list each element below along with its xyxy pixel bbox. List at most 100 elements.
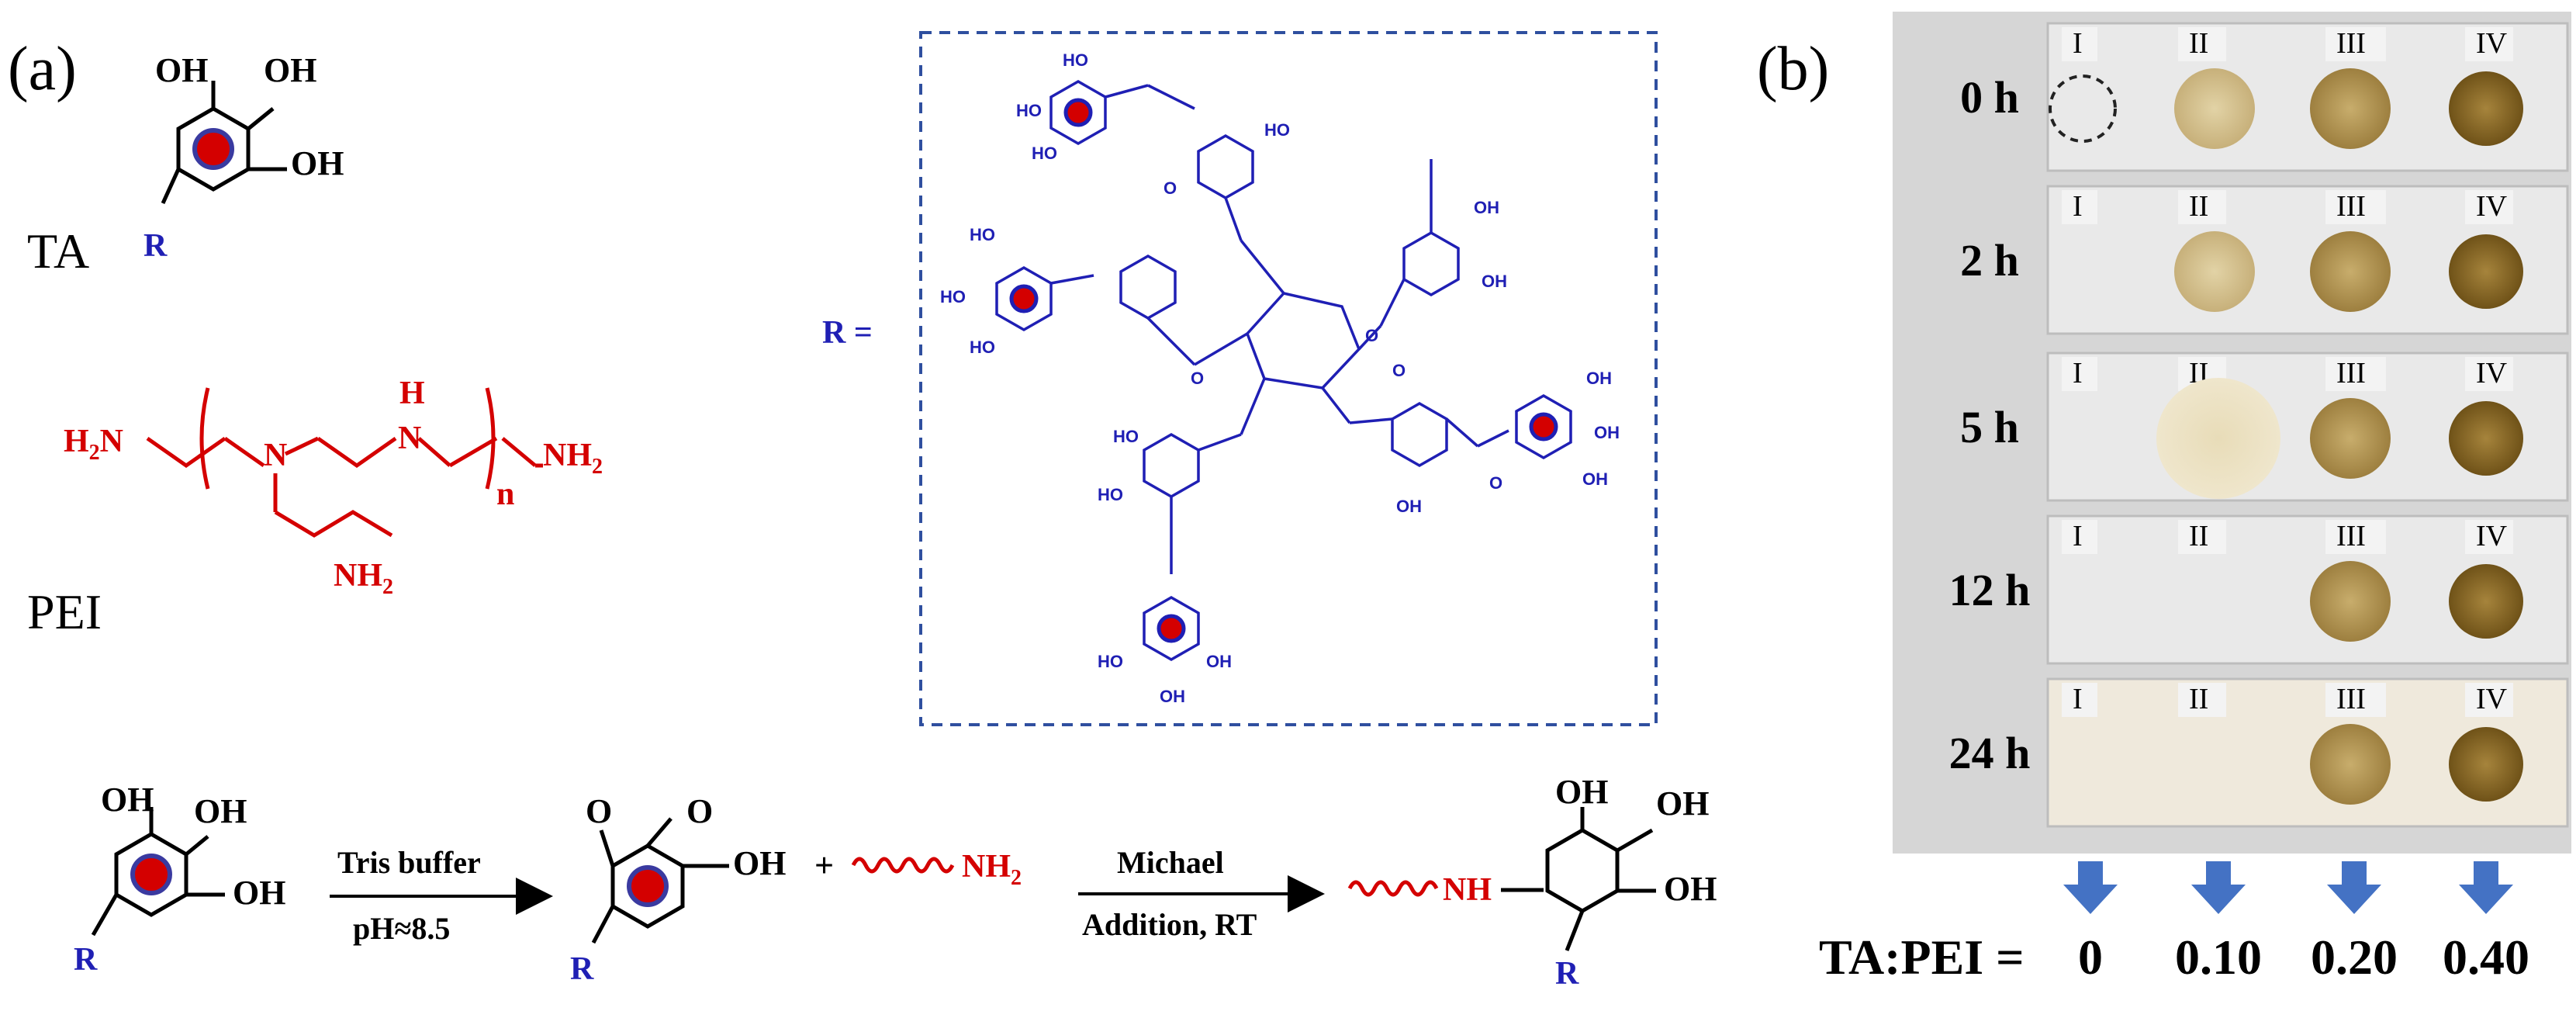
- sample-roman-label: I: [2073, 683, 2083, 715]
- ta-core-label: HO: [1264, 120, 1290, 140]
- product-oh-3: OH: [1664, 870, 1717, 908]
- sample-roman-label: III: [2336, 520, 2366, 552]
- gel-spot: [2310, 561, 2391, 642]
- roman-tag: [2325, 190, 2386, 224]
- reactant-oh-3: OH: [233, 874, 285, 912]
- reactant-oh-2: OH: [194, 792, 247, 830]
- reactant-oh-1: OH: [101, 781, 154, 819]
- gel-spot: [2156, 378, 2280, 499]
- ratio-value: 0.10: [2175, 930, 2262, 985]
- gel-spot: [2174, 231, 2255, 312]
- sample-roman-label: I: [2073, 357, 2083, 390]
- time-label: 0 h: [1960, 72, 2019, 123]
- aromatic-marker-icon: [1529, 412, 1558, 442]
- ratio-value: 0.20: [2311, 930, 2398, 985]
- gel-spot: [2449, 71, 2523, 146]
- product-oh-1: OH: [1555, 773, 1608, 811]
- time-label: 2 h: [1960, 235, 2019, 286]
- pei-h2n: H2N: [64, 424, 123, 465]
- amine-nh2: NH2: [962, 849, 1022, 890]
- gel-spot: [2310, 398, 2391, 479]
- roman-tag: [2178, 27, 2226, 61]
- ta-core-label: O: [1365, 326, 1378, 345]
- aromatic-marker-icon: [192, 128, 234, 170]
- time-label: 12 h: [1949, 565, 2031, 615]
- product-oh-2: OH: [1656, 784, 1709, 822]
- ratio-value: 0: [2078, 930, 2103, 985]
- ta-core-label: O: [1489, 473, 1502, 493]
- tannic-acid-box: [919, 31, 1658, 726]
- reaction-scheme: OH OH OH R Tris buffer pH≈8.5 O O OH R +: [74, 773, 1717, 992]
- reactant-ring: [91, 807, 225, 937]
- product-nh: NH: [1443, 872, 1492, 908]
- sample-roman-label: I: [2073, 520, 2083, 552]
- product-r: R: [1555, 956, 1579, 992]
- quinone-o-2: O: [686, 792, 713, 830]
- ta-core-label: OH: [1160, 687, 1185, 706]
- aromatic-marker-icon: [1009, 284, 1039, 313]
- roman-tag: [2178, 683, 2226, 717]
- gel-spot: [2449, 234, 2523, 309]
- ta-core-label: O: [1392, 361, 1406, 380]
- gel-spot: [2449, 727, 2523, 802]
- roman-tag: [2465, 683, 2513, 717]
- panel-b-label: (b): [1757, 35, 1829, 103]
- r-definition-label: R =: [822, 315, 873, 351]
- sample-roman-label: I: [2073, 190, 2083, 223]
- down-arrow-icon: [2459, 861, 2513, 914]
- ta-core-label: HO: [940, 287, 966, 306]
- roman-tag: [2325, 27, 2386, 61]
- time-label: 5 h: [1960, 402, 2019, 452]
- ta-name: TA: [27, 223, 89, 279]
- ratio-label: TA:PEI =: [1819, 930, 2024, 985]
- roman-tag: [2325, 683, 2386, 717]
- roman-tag: [2465, 357, 2513, 391]
- sample-roman-label: I: [2073, 27, 2083, 60]
- ta-core-label: HO: [1016, 101, 1042, 120]
- ta-core-label: O: [1191, 369, 1204, 388]
- quinone-r: R: [570, 951, 594, 987]
- ta-core-label: OH: [1396, 497, 1422, 516]
- ta-oh-2: OH: [264, 51, 316, 89]
- roman-tag: [2062, 357, 2097, 391]
- gel-spot: [2449, 564, 2523, 639]
- sample-roman-label: II: [2189, 27, 2208, 60]
- sample-position-marker: [2049, 74, 2117, 143]
- roman-tag: [2465, 520, 2513, 554]
- sample-roman-label: III: [2336, 683, 2366, 715]
- roman-tag: [2178, 520, 2226, 554]
- pei-nh2-end: NH2: [543, 438, 603, 479]
- gel-spot: [2310, 68, 2391, 149]
- ta-core-label: HO: [970, 225, 995, 244]
- ta-oh-1: OH: [155, 51, 208, 89]
- ta-core-label: OH: [1594, 423, 1620, 442]
- ta-r-group: R: [143, 228, 168, 264]
- sample-roman-label: IV: [2476, 27, 2508, 60]
- quinone-ring: [591, 817, 729, 944]
- sample-roman-label: III: [2336, 190, 2366, 223]
- reactant-r: R: [74, 942, 98, 978]
- roman-tag: [2062, 520, 2097, 554]
- roman-tag: [2325, 520, 2386, 554]
- down-arrow-icon: [2191, 861, 2246, 914]
- ta-core-label: HO: [1063, 50, 1088, 70]
- ta-structure: [161, 81, 287, 205]
- sample-roman-label: III: [2336, 27, 2366, 60]
- step1-condition-top: Tris buffer: [337, 845, 481, 880]
- down-arrow-icon: [2327, 861, 2381, 914]
- gel-spot: [2310, 724, 2391, 805]
- pei-structure: [146, 387, 543, 538]
- ta-core-label: HO: [1098, 485, 1123, 504]
- pei-name: PEI: [27, 584, 102, 639]
- step2-condition-top: Michael: [1117, 845, 1224, 880]
- pei-nh2-branch: NH2: [334, 558, 393, 599]
- gel-spot: [2449, 401, 2523, 476]
- quinone-o-1: O: [586, 792, 612, 830]
- aromatic-marker-icon: [1157, 614, 1186, 643]
- gel-spot: [2310, 231, 2391, 312]
- sample-roman-label: IV: [2476, 190, 2508, 223]
- roman-tag: [2062, 27, 2097, 61]
- ta-oh-3: OH: [291, 144, 344, 182]
